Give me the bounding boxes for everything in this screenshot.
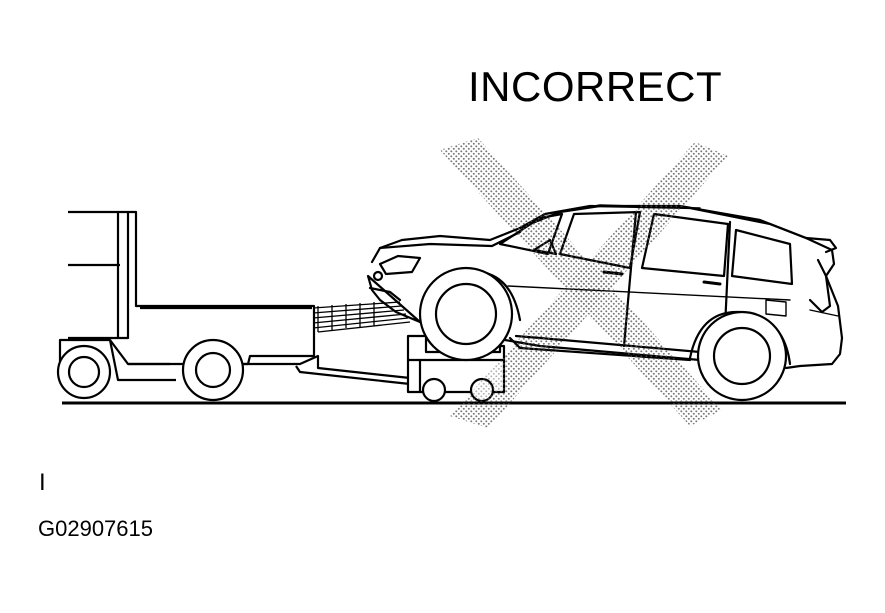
suv-quarter-window [730,228,794,286]
suv-front-wheel [418,266,514,362]
truck-cab [68,210,130,340]
dotted-x-overlay-front [440,138,728,428]
truck-front-wheel [56,344,112,400]
suv-headlight [378,254,422,276]
wheel-lift-boom [312,301,411,333]
truck-rear-wheel [181,338,245,402]
text-cursor-mark: I [39,469,46,496]
suv-rear-wheel [696,310,788,402]
incorrect-label: INCORRECT [468,63,723,110]
truck-bed [128,210,316,366]
figure-id-label: G02907615 [38,516,153,541]
tow-truck [56,210,506,403]
